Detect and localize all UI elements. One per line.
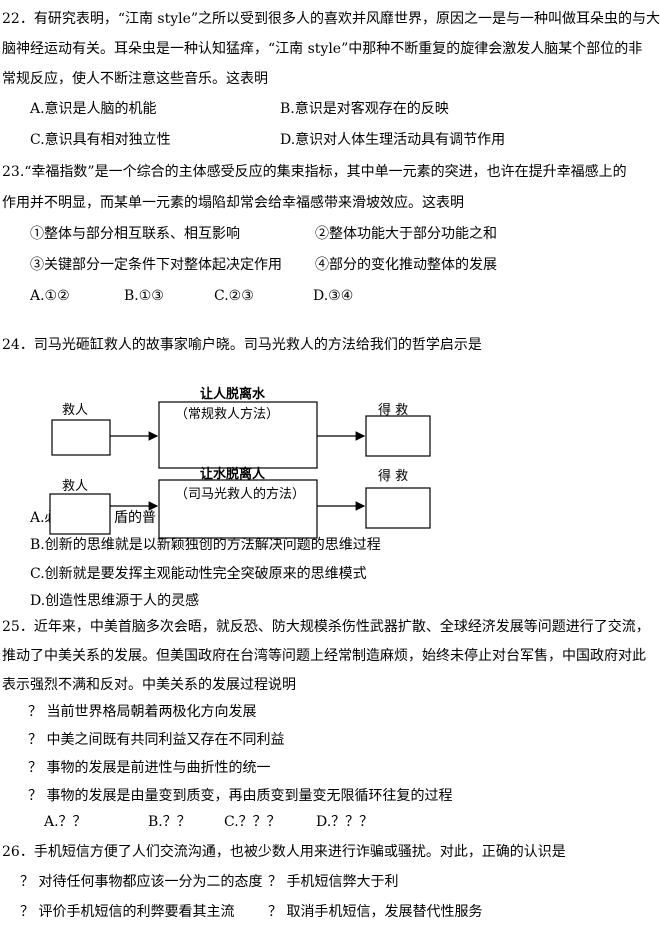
q25-line-2: 推动了中美关系的发展。但美国政府在台湾等问题上经常制造麻烦，始终未停止对台军售，… xyxy=(2,648,646,664)
diagram-left-label-2: 救人 xyxy=(62,478,88,494)
q22-line-2: 脑神经运动有关。耳朵虫是一种认知猛痒，“江南 style”中那种不断重复的旋律会… xyxy=(2,41,643,57)
q26-statement-4: ？ 取消手机短信，发展替代性服务 xyxy=(268,904,483,920)
diagram-top-label: 让人脱离水 xyxy=(200,386,266,402)
diagram-bottom-method: （司马光救人的方法） xyxy=(175,486,305,502)
diagram-middle-box-1 xyxy=(158,401,318,469)
q22-option-d: D.意识对人体生理活动具有调节作用 xyxy=(280,132,506,148)
q25-statement-1: ？ 当前世界格局朝着两极化方向发展 xyxy=(28,704,257,720)
q26-statement-2: ？ 手机短信弊大于利 xyxy=(268,874,399,890)
diagram-right-box-2 xyxy=(365,487,431,529)
diagram-mid-label: 让水脱离人 xyxy=(200,466,266,482)
q25-statement-2: ？ 中美之间既有共同利益又存在不同利益 xyxy=(28,732,285,748)
q22-line-1: 22．有研究表明，“江南 style”之所以受到很多人的喜欢并风靡世界，原因之一… xyxy=(2,11,660,27)
q23-statement-3: ③关键部分一定条件下对整体起决定作用 xyxy=(30,257,282,273)
q23-option-b: B.①③ xyxy=(124,288,164,304)
q23-option-a: A.①② xyxy=(30,288,70,304)
diagram-left-box-2 xyxy=(49,493,111,535)
q25-option-a: A.？？ xyxy=(44,814,87,830)
diagram-right-label-1: 得 救 xyxy=(378,402,408,418)
q25-statement-4: ？ 事物的发展是由量变到质变，再由质变到量变无限循环往复的过程 xyxy=(28,788,453,804)
q23-line-1: 23.“幸福指数”是一个综合的主体感受反应的集束指标，其中单一元素的突进，也许在… xyxy=(2,164,627,180)
q24-option-b: B.创新的思维就是以新颖独创的方法解决问题的思维过程 xyxy=(30,537,381,553)
q23-option-d: D.③④ xyxy=(313,288,354,304)
q22-option-a: A.意识是人脑的机能 xyxy=(30,101,157,117)
q23-statement-4: ④部分的变化推动整体的发展 xyxy=(315,257,497,273)
q24-stem: 24．司马光砸缸救人的故事家喻户晓。司马光救人的方法给我们的哲学启示是 xyxy=(2,337,482,353)
q23-line-2: 作用并不明显，而某单一元素的塌陷却常会给幸福感带来滑坡效应。这表明 xyxy=(2,195,464,211)
q26-statement-1: ？ 对待任何事物都应该一分为二的态度 xyxy=(20,874,263,890)
q25-option-c: C.？？？ xyxy=(224,814,281,830)
q24-option-c: C.创新就是要发挥主观能动性完全突破原来的思维模式 xyxy=(30,566,367,582)
diagram-right-box-1 xyxy=(365,415,431,457)
q24-option-a-right: 盾的普 xyxy=(114,510,156,526)
q25-option-d: D.？？？ xyxy=(316,814,374,830)
q25-statement-3: ？ 事物的发展是前进性与曲折性的统一 xyxy=(28,760,271,776)
q22-option-c: C.意识具有相对独立性 xyxy=(30,132,171,148)
diagram-left-label-1: 救人 xyxy=(62,402,88,418)
q25-line-1: 25．近年来，中美首脑多次会晤，就反恐、防大规模杀伤性武器扩散、全球经济发展等问… xyxy=(2,619,650,635)
q26-statement-3: ？ 评价手机短信的利弊要看其主流 xyxy=(20,904,235,920)
q22-option-b: B.意识是对客观存在的反映 xyxy=(280,101,449,117)
q23-statement-1: ①整体与部分相互联系、相互影响 xyxy=(30,226,240,242)
q25-option-b: B.？？ xyxy=(148,814,191,830)
q23-option-c: C.②③ xyxy=(214,288,254,304)
rescue-method-diagram: 让人脱离水 救人 得 救 （常规救人方法） 让水脱离人 救人 得 救 （司马光救… xyxy=(49,386,431,539)
q26-line-1: 26．手机短信方便了人们交流沟通，也被少数人用来进行诈骗或骚扰。对此，正确的认识… xyxy=(2,844,566,860)
q24-option-d: D.创造性思维源于人的灵感 xyxy=(30,593,200,609)
diagram-top-method: （常规救人方法） xyxy=(175,406,279,422)
q23-statement-2: ②整体功能大于部分功能之和 xyxy=(315,226,497,242)
q25-line-3: 表示强烈不满和反对。中美关系的发展过程说明 xyxy=(2,677,296,693)
diagram-right-label-2: 得 救 xyxy=(378,468,408,484)
q22-line-3: 常规反应，使人不断注意这些音乐。这表明 xyxy=(2,71,268,87)
diagram-middle-box-2 xyxy=(158,479,318,539)
diagram-left-box-1 xyxy=(51,419,111,456)
